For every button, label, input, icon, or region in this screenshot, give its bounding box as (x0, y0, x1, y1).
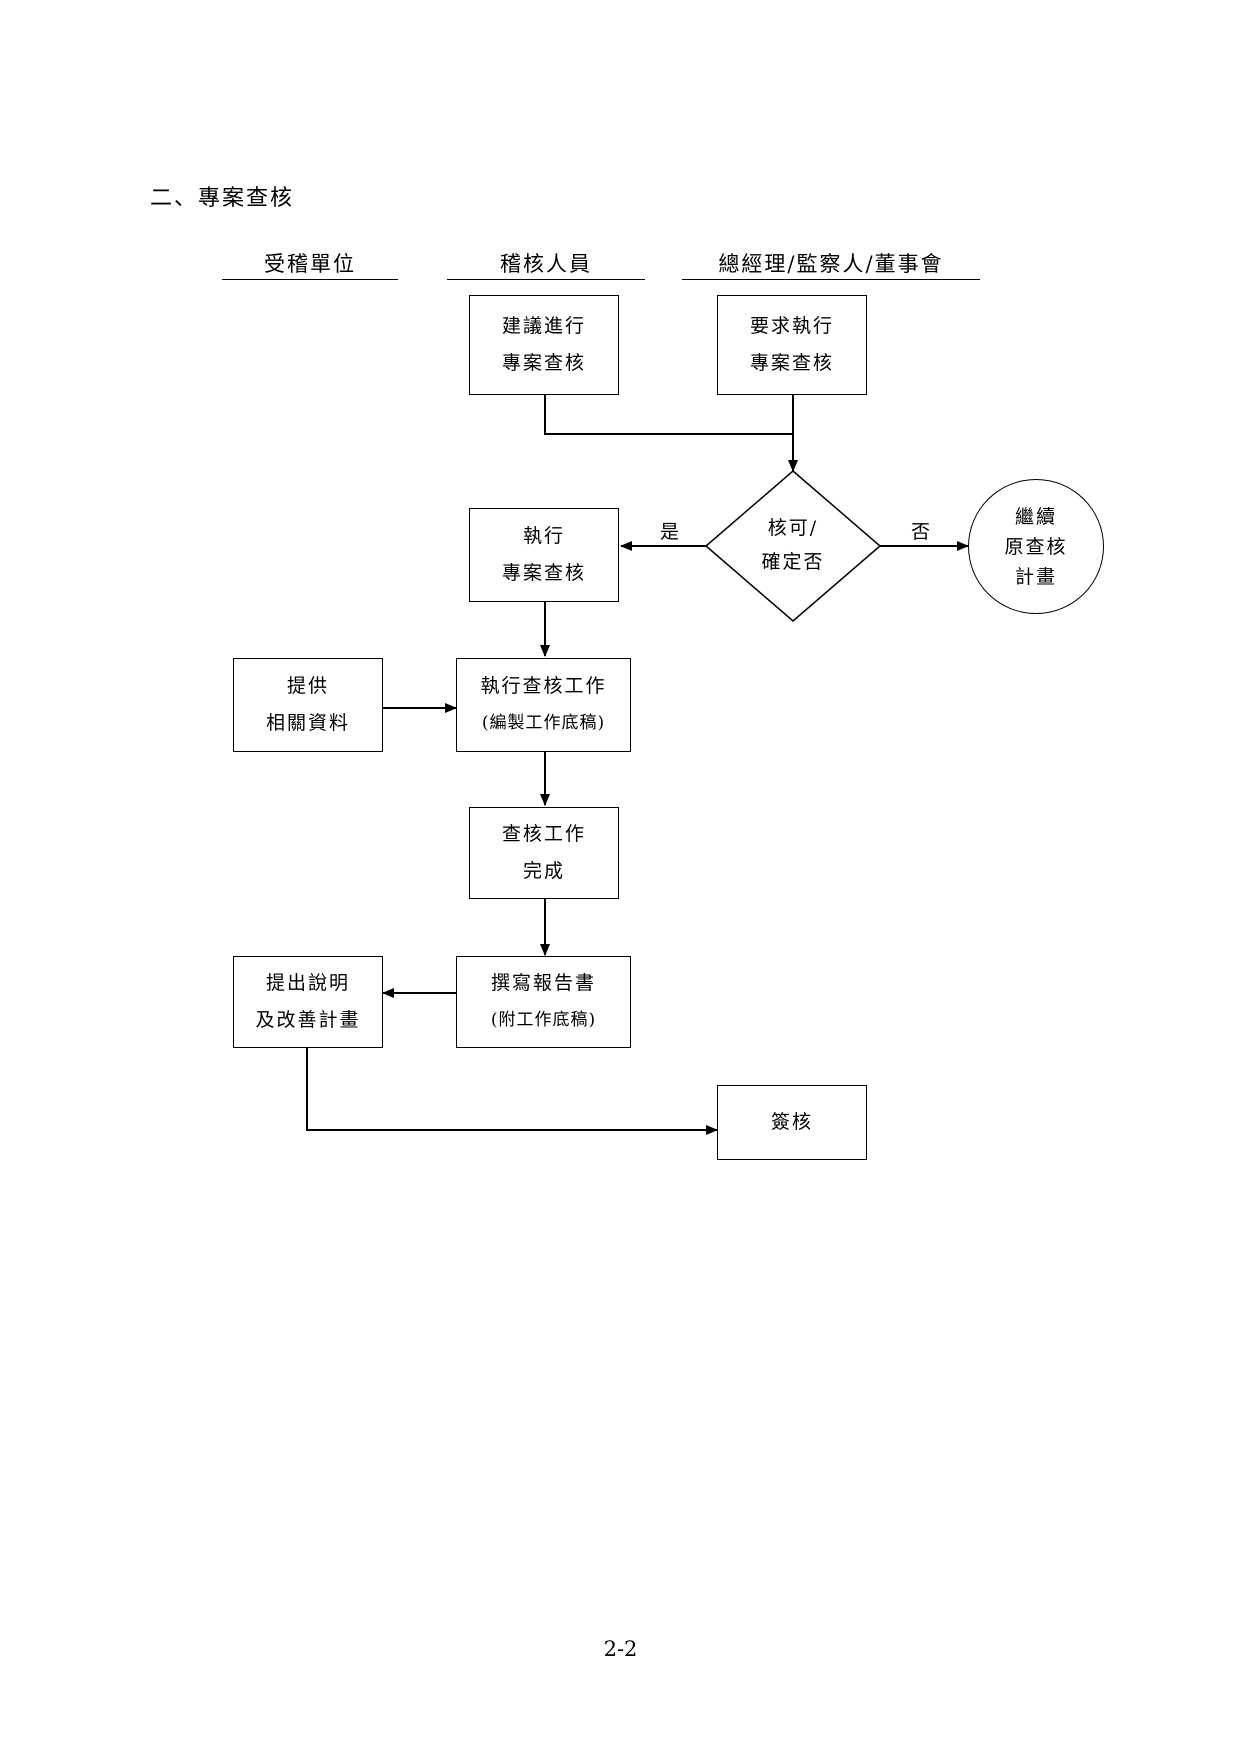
circle-continue-plan-line-3: 計畫 (1014, 565, 1057, 588)
box-audit-work-line-1: 執行查核工作 (480, 675, 607, 697)
box-improvement-plan: 提出說明 及改善計畫 (233, 956, 383, 1048)
box-suggest-audit-line-1: 建議進行 (501, 315, 586, 337)
box-execute-audit-line-1: 執行 (522, 525, 565, 547)
lane-audited-unit: 受稽單位 (222, 249, 398, 280)
decision-line-2: 確定否 (761, 551, 825, 573)
section-heading: 二、專案查核 (150, 186, 295, 211)
page-number: 2-2 (603, 1637, 638, 1661)
box-audit-complete-line-1: 查核工作 (501, 823, 586, 845)
box-suggest-audit: 建議進行 專案查核 (469, 295, 619, 395)
connector-suggest-to-decision (544, 395, 793, 435)
lane-auditor: 稽核人員 (447, 249, 645, 280)
box-suggest-audit-line-2: 專案查核 (501, 352, 586, 374)
box-improvement-plan-line-2: 及改善計畫 (255, 1009, 361, 1031)
box-audit-complete: 查核工作 完成 (469, 807, 619, 899)
lane-management: 總經理/監察人/董事會 (682, 249, 980, 280)
edge-label-no: 否 (911, 521, 931, 543)
box-provide-data: 提供 相關資料 (233, 658, 383, 752)
box-execute-audit-line-2: 專案查核 (501, 562, 586, 584)
circle-continue-plan-line-2: 原查核 (1004, 535, 1068, 558)
circle-continue-plan-line-1: 繼續 (1014, 505, 1057, 528)
box-audit-work-line-2: (編製工作底稿) (481, 713, 606, 733)
arrow-plan-to-signoff (306, 1048, 718, 1135)
decision-line-1: 核可/ (767, 517, 819, 539)
decision-text: 核可/ 確定否 (733, 511, 853, 579)
box-request-audit: 要求執行 專案查核 (717, 295, 867, 395)
box-audit-work: 執行查核工作 (編製工作底稿) (456, 658, 631, 752)
box-improvement-plan-line-1: 提出說明 (265, 972, 350, 994)
circle-continue-plan: 繼續 原查核 計畫 (968, 479, 1104, 614)
box-provide-data-line-2: 相關資料 (265, 712, 350, 734)
box-request-audit-line-1: 要求執行 (749, 315, 834, 337)
box-execute-audit: 執行 專案查核 (469, 508, 619, 602)
box-provide-data-line-1: 提供 (286, 675, 329, 697)
box-write-report-line-1: 撰寫報告書 (490, 972, 596, 994)
edge-label-yes: 是 (660, 521, 680, 543)
decision-diamond (704, 470, 882, 622)
box-sign-off: 簽核 (717, 1085, 867, 1160)
box-write-report-line-2: (附工作底稿) (490, 1010, 597, 1030)
box-write-report: 撰寫報告書 (附工作底稿) (456, 956, 631, 1048)
box-audit-complete-line-2: 完成 (522, 860, 565, 882)
box-request-audit-line-2: 專案查核 (749, 352, 834, 374)
box-sign-off-line-1: 簽核 (770, 1111, 813, 1133)
